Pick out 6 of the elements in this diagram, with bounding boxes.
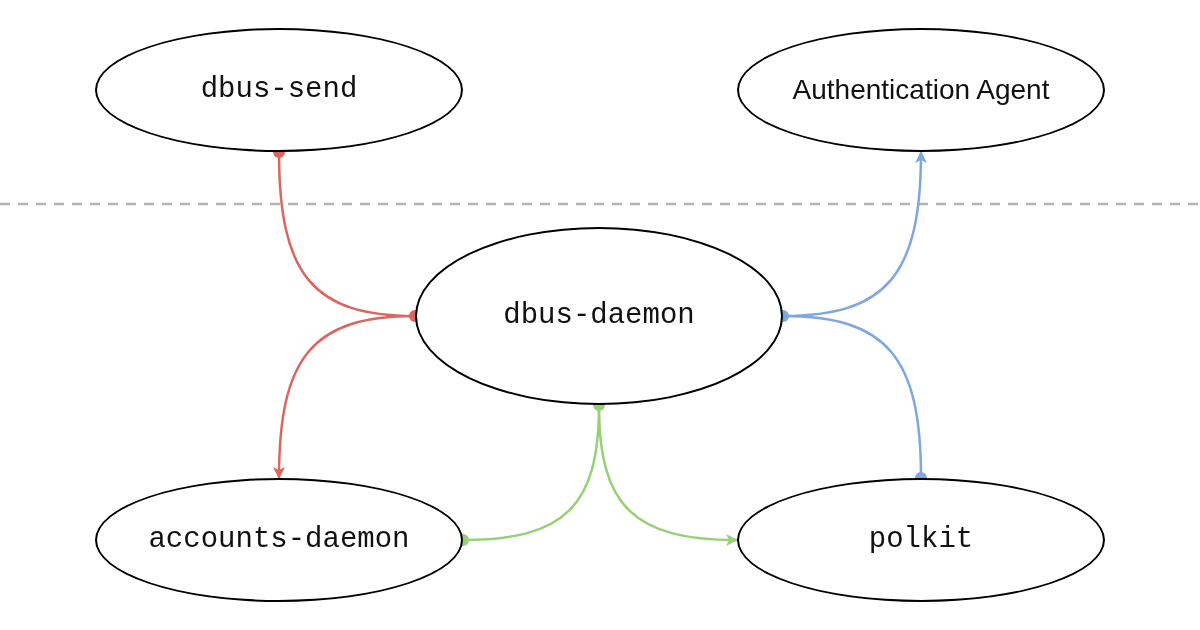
connector bbox=[273, 314, 416, 479]
node-label: dbus-daemon bbox=[503, 298, 695, 334]
node-label: dbus-send bbox=[200, 72, 358, 108]
node-label: accounts-daemon bbox=[148, 522, 410, 558]
node-label: Authentication Agent bbox=[792, 73, 1050, 107]
node-label: polkit bbox=[868, 522, 974, 558]
